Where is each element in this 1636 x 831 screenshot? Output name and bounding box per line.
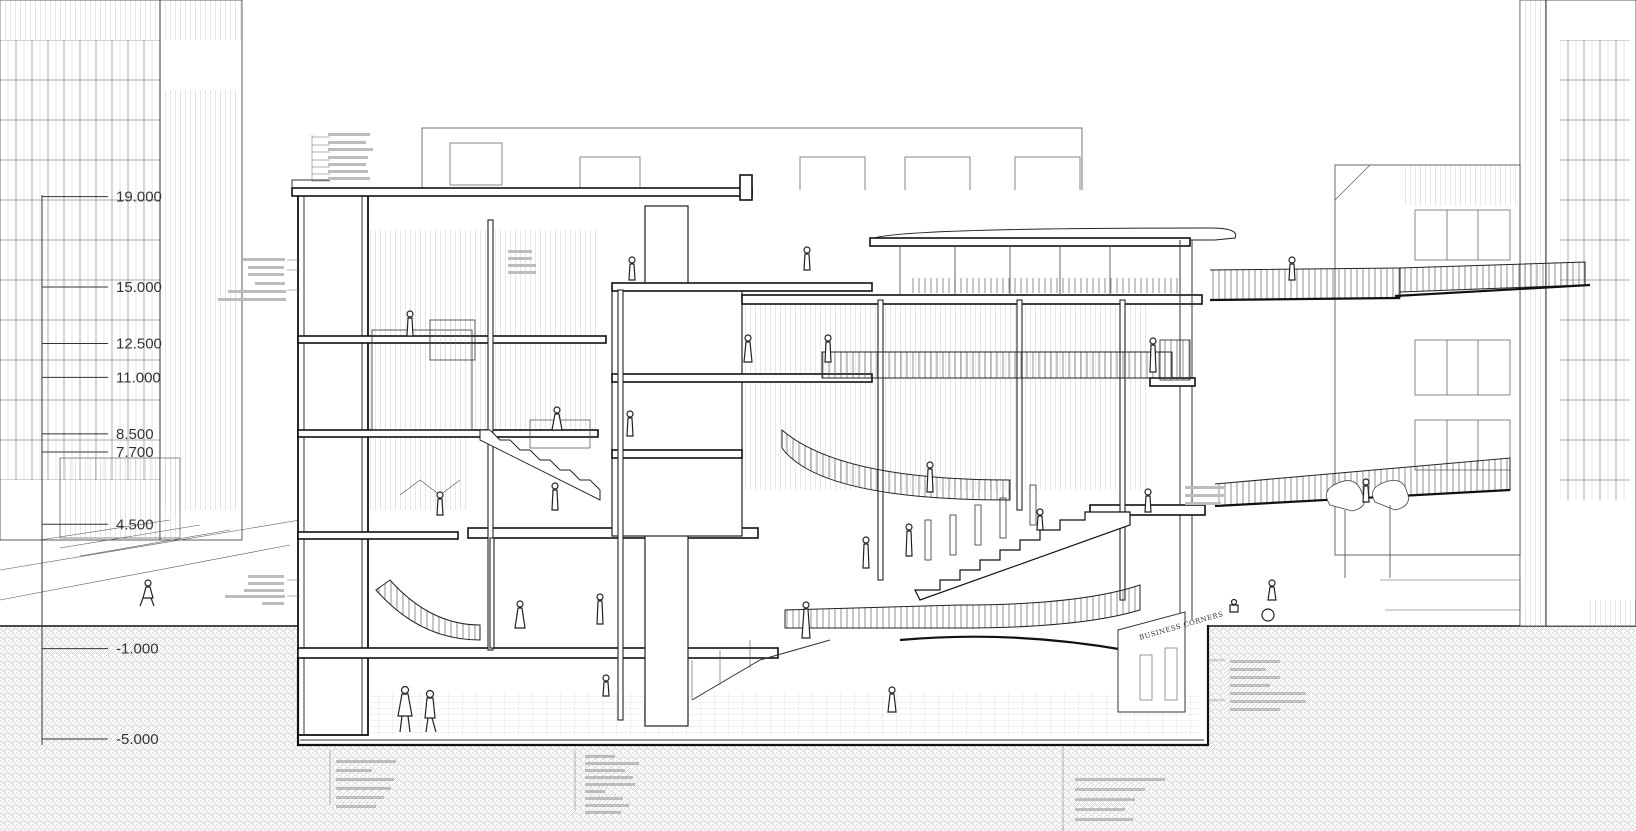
level-label: 4.500: [116, 516, 154, 533]
main-building-section: [291, 174, 1237, 747]
level-label: 8.500: [116, 426, 154, 443]
level-label: 15.000: [116, 279, 162, 296]
left-background-tower: [0, 0, 301, 601]
annotation-text-blocks: [218, 133, 1306, 821]
annotation-leaders: [287, 135, 1225, 831]
level-label: -5.000: [116, 731, 159, 748]
human-figures: [139, 246, 1370, 733]
level-label: 12.500: [116, 336, 162, 353]
level-label: 19.000: [116, 189, 162, 206]
level-label: -1.000: [116, 641, 159, 658]
plaza-trees: [1326, 479, 1521, 611]
level-label: 11.000: [116, 369, 161, 386]
level-label: 7.700: [116, 444, 154, 461]
right-background-tower: [1519, 0, 1636, 627]
